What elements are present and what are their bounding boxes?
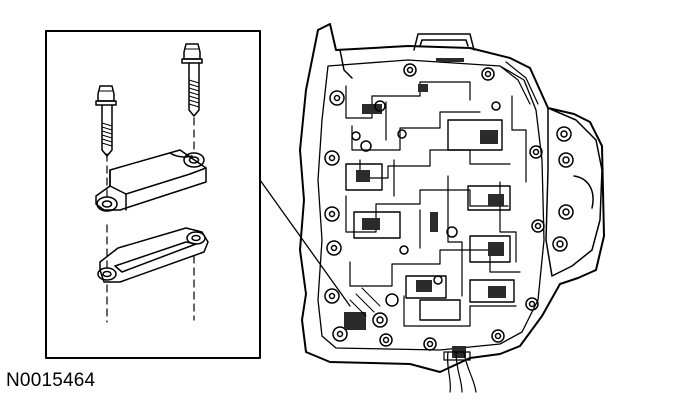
side-flange	[545, 107, 603, 277]
check-balls	[351, 100, 501, 328]
figure-id-label: N0015464	[6, 370, 96, 391]
valve-body-inner-wall	[317, 59, 545, 351]
alignment-lines	[106, 117, 195, 323]
bolt-left	[95, 85, 117, 157]
detail-frame	[45, 30, 261, 359]
detail-inset	[45, 30, 351, 359]
solenoid-blocks	[345, 119, 515, 321]
bolt-right	[181, 43, 203, 117]
fluid-channels	[345, 81, 527, 327]
valve-body-outline	[299, 23, 605, 373]
valve-body	[299, 23, 605, 393]
gasket	[97, 227, 209, 283]
perimeter-bolt-holes	[324, 63, 545, 351]
shaded-components	[344, 58, 506, 358]
callout-leader-line	[259, 179, 351, 307]
wire-harness	[443, 351, 477, 393]
bracket	[95, 149, 207, 212]
